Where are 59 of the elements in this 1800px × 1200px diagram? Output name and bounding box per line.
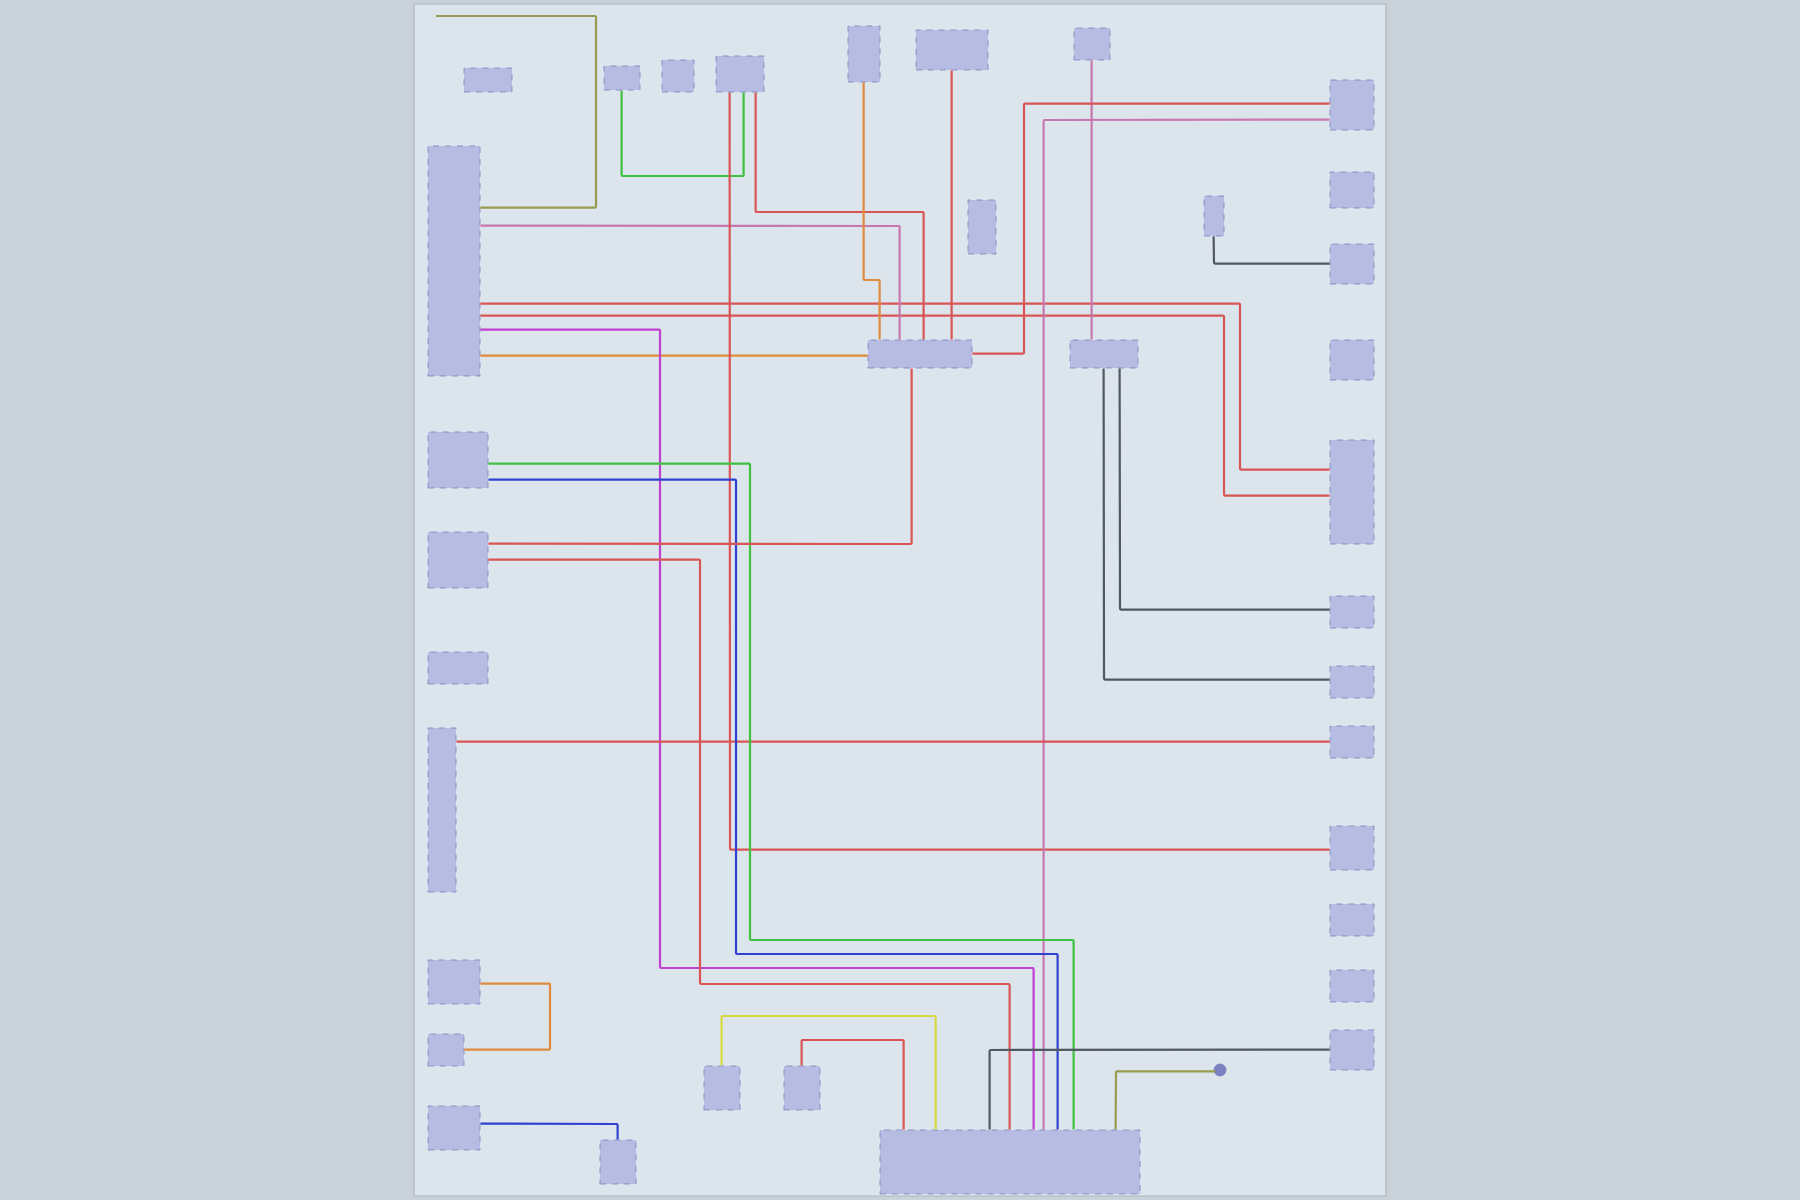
- connector-box: [1329, 243, 1375, 285]
- connector-box: [1329, 439, 1375, 545]
- connector-box: [1329, 339, 1375, 381]
- connector-box: [1329, 171, 1375, 209]
- connector-box: [427, 531, 489, 589]
- wire: [1102, 368, 1330, 681]
- connector-box: [427, 727, 457, 893]
- connector-box: [703, 1065, 741, 1111]
- connector-box: [463, 67, 513, 93]
- wire: [464, 982, 552, 1051]
- connector-box: [427, 651, 489, 685]
- wire: [480, 314, 1330, 497]
- wire: [1090, 60, 1093, 340]
- connector-box: [1329, 903, 1375, 937]
- wire: [728, 92, 1330, 851]
- wire: [720, 1014, 937, 1130]
- connector-box: [1329, 725, 1375, 759]
- connector-box: [427, 145, 481, 377]
- wire: [754, 92, 925, 340]
- wire: [862, 82, 881, 340]
- connector-box: [427, 959, 481, 1005]
- connector-box: [1073, 27, 1111, 61]
- wire: [950, 70, 953, 340]
- connector-box: [1203, 195, 1225, 237]
- connector-box: [599, 1139, 637, 1185]
- connector-box: [1329, 79, 1375, 131]
- connector-box: [915, 29, 989, 71]
- wire: [488, 368, 913, 546]
- wire: [488, 558, 1011, 1130]
- wire: [972, 102, 1330, 355]
- connector-box: [847, 25, 881, 83]
- wire: [480, 1122, 619, 1140]
- connector-box: [783, 1065, 821, 1111]
- connector-box: [879, 1129, 1141, 1195]
- wire: [480, 302, 1330, 471]
- wire: [480, 354, 868, 357]
- connector-box: [427, 1033, 465, 1067]
- connector-box: [661, 59, 695, 93]
- connector-box: [1069, 339, 1139, 369]
- connector-box: [967, 199, 997, 255]
- wire: [480, 224, 901, 340]
- wire: [456, 740, 1330, 743]
- wire: [1114, 1070, 1216, 1130]
- connector-box: [603, 65, 641, 91]
- wire: [988, 1048, 1330, 1130]
- wire: [1042, 118, 1330, 1130]
- connector-box: [1329, 595, 1375, 629]
- connector-box: [1329, 825, 1375, 871]
- wire: [436, 14, 598, 209]
- connector-box: [1329, 1029, 1375, 1071]
- wire: [1118, 368, 1330, 611]
- connector-box: [1329, 969, 1375, 1003]
- connector-box: [1329, 665, 1375, 699]
- connector-box: [867, 339, 973, 369]
- connector-box: [715, 55, 765, 93]
- wire: [620, 90, 745, 178]
- connector-box: [427, 1105, 481, 1151]
- connector-box: [427, 431, 489, 489]
- wire: [480, 328, 1035, 1130]
